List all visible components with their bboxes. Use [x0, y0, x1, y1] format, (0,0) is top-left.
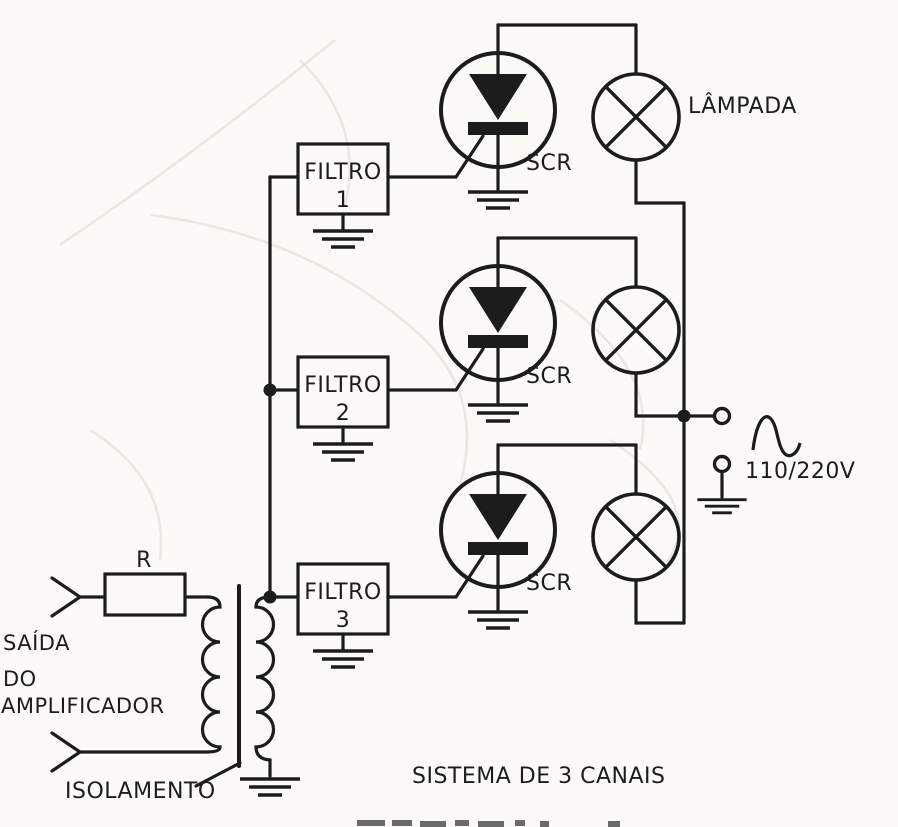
cutoff-text-fragment	[478, 821, 504, 827]
filter-label: FILTRO	[304, 160, 381, 185]
scr-triangle	[469, 287, 527, 333]
scr-symbol: SCR	[439, 236, 572, 423]
channel-3: FILTRO 3 SCR	[268, 443, 686, 669]
isolation-transformer: ISOLAMENTO	[65, 584, 302, 804]
gate-wire	[386, 347, 485, 392]
scr-cathode-bar	[468, 542, 528, 555]
input-label-line2: DO	[3, 667, 37, 691]
cutoff-text-fragment	[420, 821, 446, 827]
amplifier-input: R SAÍDA DO AMPLIFICADOR	[1, 548, 209, 773]
lamp-return-wire	[634, 371, 686, 418]
filter-number: 2	[336, 401, 351, 426]
filter-number: 3	[336, 608, 351, 633]
lamp-cross	[604, 85, 668, 149]
lamp-cross	[604, 298, 668, 362]
scr-triangle	[469, 494, 527, 540]
cutoff-text-fragment	[608, 821, 620, 827]
lamp-symbol	[591, 236, 686, 418]
scr-symbol: SCR	[439, 23, 572, 210]
cutoff-text-fragment	[540, 821, 549, 827]
cutoff-text-fragment	[392, 820, 412, 826]
cutoff-text-fragment	[515, 820, 525, 826]
lamp-label: LÂMPADA	[688, 93, 797, 119]
scr-label: SCR	[526, 571, 572, 596]
cutoff-text-fragment	[455, 820, 469, 826]
scr-cathode-bar	[468, 122, 528, 135]
ac-sine-icon	[751, 415, 802, 458]
filter-label: FILTRO	[304, 373, 381, 398]
ground-icon	[238, 777, 302, 797]
input-arrow-bottom-icon	[50, 731, 83, 773]
input-label-line1: SAÍDA	[3, 630, 70, 655]
ground-icon	[311, 442, 375, 462]
ground-icon	[695, 498, 749, 515]
ground-icon	[466, 403, 530, 423]
mains-source: 110/220V	[688, 406, 855, 515]
channel-2: FILTRO 2 SCR	[268, 236, 686, 462]
input-arrow-top-icon	[50, 576, 83, 618]
resistor-label: R	[136, 548, 152, 573]
transformer-label: ISOLAMENTO	[65, 779, 216, 804]
primary-winding	[78, 595, 222, 754]
scr-triangle	[469, 74, 527, 120]
ground-icon	[466, 190, 530, 210]
resistor-body	[103, 572, 187, 617]
scr-label: SCR	[526, 364, 572, 389]
right-bus	[677, 201, 691, 625]
mains-voltage-label: 110/220V	[745, 459, 855, 484]
lamp-return-wire	[634, 578, 686, 625]
gate-wire	[386, 134, 485, 179]
filter-number: 1	[336, 188, 351, 213]
lamp-symbol	[591, 443, 686, 625]
lamp-symbol	[591, 23, 686, 205]
terminal-circle-neutral	[712, 454, 732, 474]
paper-bleedthrough	[59, 38, 681, 566]
scr-cathode-bar	[468, 335, 528, 348]
ground-icon	[311, 649, 375, 669]
lamp-cross	[604, 505, 668, 569]
input-label-line3: AMPLIFICADOR	[1, 694, 165, 718]
cutoff-caption-fragments	[357, 820, 620, 827]
gate-wire	[386, 554, 485, 599]
secondary-winding	[254, 595, 276, 778]
filter-label: FILTRO	[304, 580, 381, 605]
ground-icon	[466, 610, 530, 630]
terminal-circle-live	[712, 406, 732, 426]
scr-symbol: SCR	[439, 443, 572, 630]
lamp-return-wire	[634, 158, 686, 205]
ground-icon	[311, 229, 375, 249]
scr-label: SCR	[526, 151, 572, 176]
channel-1: FILTRO 1 SCR	[268, 23, 686, 249]
diagram-caption: SISTEMA DE 3 CANAIS	[412, 764, 665, 789]
cutoff-text-fragment	[357, 820, 385, 826]
transformer-pointer-line	[194, 761, 242, 788]
